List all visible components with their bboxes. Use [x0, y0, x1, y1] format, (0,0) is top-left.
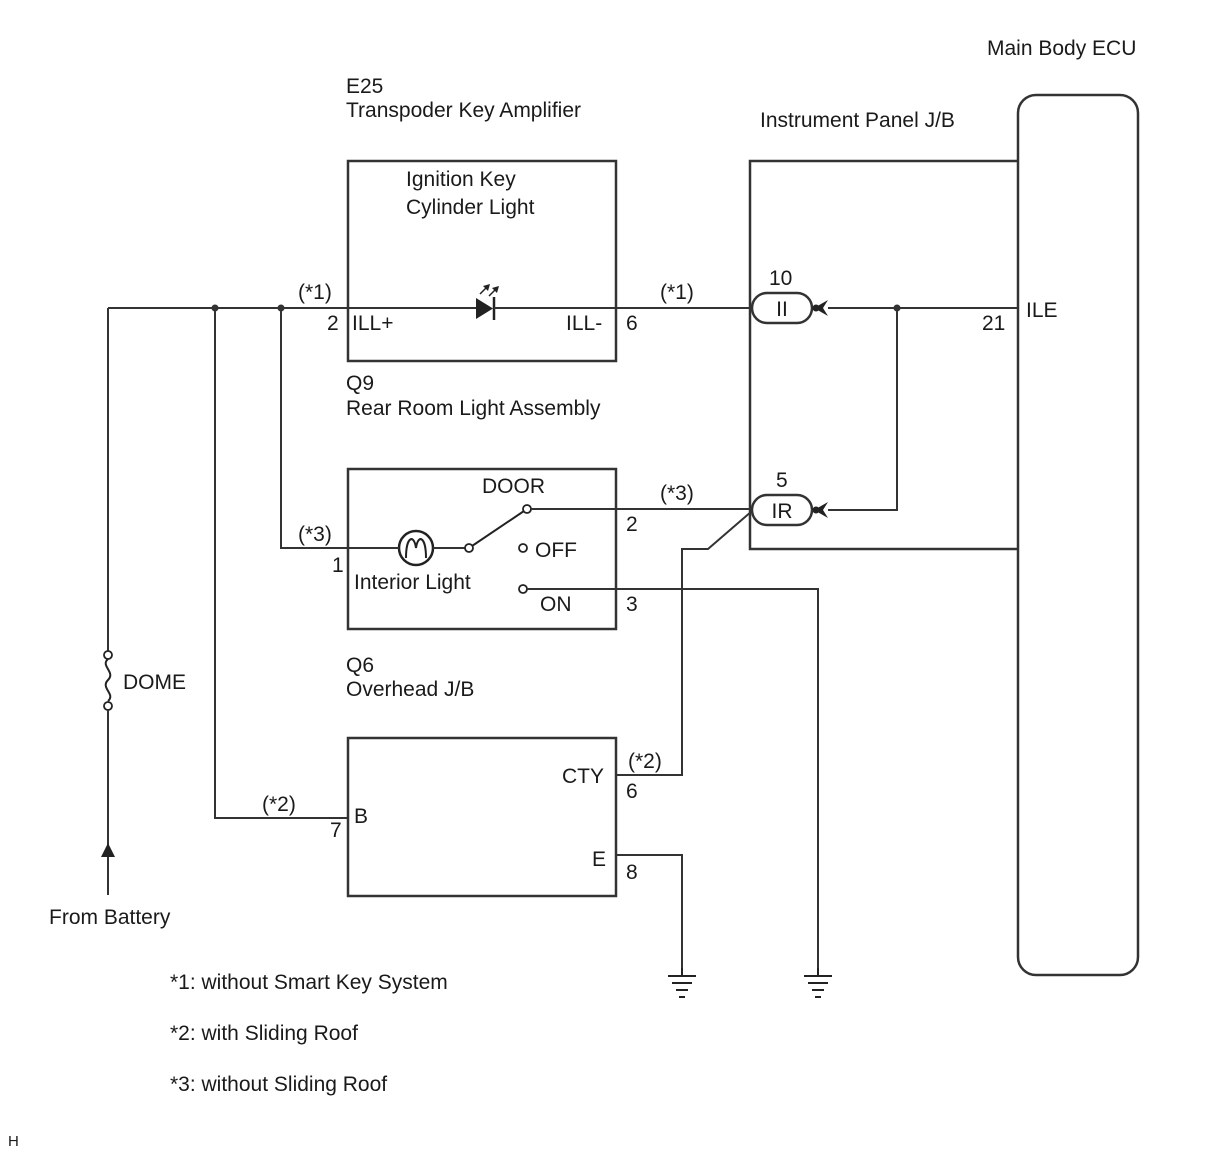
q9-pin-3: 3	[626, 593, 638, 616]
q9-off-label: OFF	[535, 539, 577, 562]
arrow-up-icon	[101, 843, 115, 857]
q9-pin-2: 2	[626, 513, 638, 536]
tag-b: (*2)	[262, 793, 296, 816]
q9-lamp-label: Interior Light	[354, 571, 471, 594]
q9-code: Q9	[346, 372, 374, 395]
e25-pin-6: 6	[626, 312, 638, 335]
battery-label: From Battery	[49, 906, 171, 929]
connector-ir-code: IR	[772, 500, 793, 523]
terminal-contact-icon	[812, 506, 820, 514]
led-icon	[476, 284, 499, 320]
female-terminal-icon	[814, 502, 828, 518]
main-body-ecu-box	[1016, 93, 1140, 977]
corner-letter: H	[8, 1133, 19, 1150]
q6-code: Q6	[346, 654, 374, 677]
ecu-pin-21: 21	[982, 312, 1005, 335]
ip-jb-label: Instrument Panel J/B	[760, 109, 955, 132]
wire-bus-to-lamp	[280, 308, 348, 549]
q6-name: Overhead J/B	[346, 678, 474, 701]
e25-inner-line2: Cylinder Light	[406, 196, 535, 219]
note-3: *3: without Sliding Roof	[170, 1073, 387, 1096]
terminal-contact-icon	[812, 304, 820, 312]
tag-lamp: (*3)	[298, 523, 332, 546]
tag-ill-plus: (*1)	[298, 281, 332, 304]
q6-pin-7: 7	[330, 819, 342, 842]
e25-code: E25	[346, 75, 383, 98]
q9-name: Rear Room Light Assembly	[346, 397, 601, 420]
female-terminal-icon	[814, 300, 828, 316]
wire-bus-to-b	[214, 308, 348, 819]
note-1: *1: without Smart Key System	[170, 971, 448, 994]
interior-light-bulb-icon	[397, 529, 435, 567]
ground-icon	[804, 968, 832, 998]
wire-e-to-ground	[616, 854, 683, 968]
e25-terminal-ill-minus: ILL-	[566, 312, 602, 335]
ip-jb-pin-5: 5	[776, 469, 788, 492]
note-2: *2: with Sliding Roof	[170, 1022, 358, 1045]
ground-icon	[668, 968, 696, 998]
tag-cty: (*2)	[628, 750, 662, 773]
fuse-label: DOME	[123, 671, 186, 694]
e25-inner-line1: Ignition Key	[406, 168, 516, 191]
q6-pin-8: 8	[626, 861, 638, 884]
e25-pin-2: 2	[327, 312, 339, 335]
ip-jb-pin-10: 10	[769, 267, 792, 290]
ip-jb-box	[748, 159, 1018, 551]
ecu-label: Main Body ECU	[987, 37, 1136, 60]
fuse-icon	[103, 650, 113, 711]
q9-pin-1: 1	[332, 554, 344, 577]
q6-pin-6: 6	[626, 780, 638, 803]
door-switch-icon	[464, 504, 532, 594]
q6-terminal-b: B	[354, 805, 368, 828]
q6-terminal-cty: CTY	[562, 765, 604, 788]
ecu-terminal-ile: ILE	[1026, 299, 1058, 322]
splice-dot	[893, 304, 901, 312]
q6-box	[346, 736, 618, 898]
e25-name: Transpoder Key Amplifier	[346, 99, 581, 122]
wire-on-to-ground	[527, 588, 819, 968]
q9-on-label: ON	[540, 593, 572, 616]
connector-ii-code: II	[776, 298, 788, 321]
q6-terminal-e: E	[592, 848, 606, 871]
tag-door: (*3)	[660, 482, 694, 505]
q9-door-label: DOOR	[482, 475, 545, 498]
wire-cty-to-ir	[616, 510, 753, 776]
e25-box	[346, 159, 618, 363]
wire-ile-to-ir	[828, 308, 898, 511]
tag-ill-minus: (*1)	[660, 281, 694, 304]
e25-terminal-ill-plus: ILL+	[352, 312, 393, 335]
